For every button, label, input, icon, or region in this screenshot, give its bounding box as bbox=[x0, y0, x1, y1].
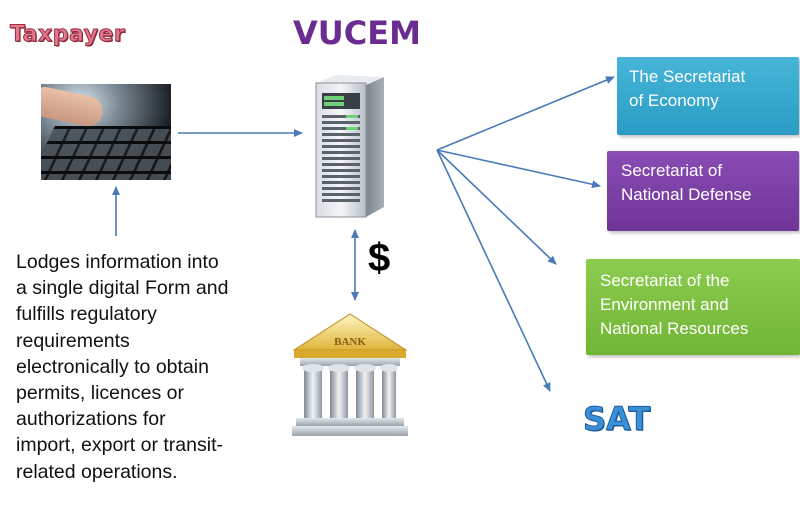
sat-title: SAT bbox=[582, 400, 651, 439]
defense-secretariat-box: Secretariat of National Defense bbox=[607, 151, 799, 231]
economy-line: The Secretariat bbox=[629, 67, 746, 86]
description-line: requirements bbox=[16, 329, 130, 352]
description-line: related operations. bbox=[16, 460, 178, 483]
defense-line: National Defense bbox=[621, 185, 752, 204]
server-tower-icon bbox=[315, 75, 384, 218]
bank-sign: BANK bbox=[334, 336, 366, 348]
description-line: authorizations for bbox=[16, 408, 166, 431]
bank-building-icon: BANK bbox=[292, 313, 408, 436]
vucem-title: VUCEM bbox=[293, 14, 421, 52]
economy-line: of Economy bbox=[629, 91, 719, 110]
description-line: import, export or transit- bbox=[16, 434, 223, 457]
taxpayer-description: Lodges information into a single digital… bbox=[16, 249, 291, 485]
environment-line: National Resources bbox=[600, 319, 749, 338]
payment-symbol: $ bbox=[368, 236, 391, 280]
keyboard-typing-photo bbox=[41, 84, 171, 180]
description-line: fulfills regulatory bbox=[16, 303, 157, 326]
defense-line: Secretariat of bbox=[621, 161, 723, 180]
taxpayer-title: Taxpayer bbox=[9, 22, 126, 48]
description-line: electronically to obtain bbox=[16, 355, 209, 378]
description-line: Lodges information into bbox=[16, 251, 219, 273]
arrow-to-environment bbox=[436, 149, 557, 265]
environment-line: Secretariat of the bbox=[600, 271, 730, 290]
arrow-to-economy bbox=[436, 76, 615, 151]
environment-secretariat-box: Secretariat of the Environment and Natio… bbox=[586, 259, 800, 355]
description-line: a single digital Form and bbox=[16, 277, 229, 300]
arrow-to-sat bbox=[436, 149, 551, 392]
arrow-to-defense bbox=[436, 149, 601, 189]
economy-secretariat-box: The Secretariat of Economy bbox=[617, 57, 799, 135]
environment-line: Environment and bbox=[600, 295, 729, 314]
description-line: permits, licences or bbox=[16, 382, 184, 405]
